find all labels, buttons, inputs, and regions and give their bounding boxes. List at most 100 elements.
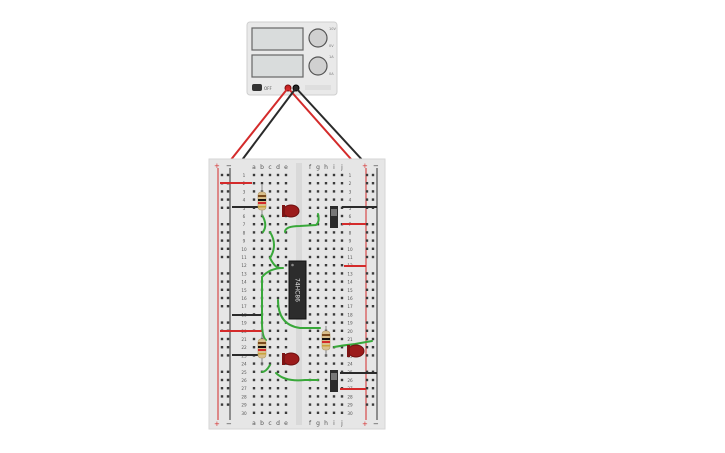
rail-hole[interactable] bbox=[226, 296, 230, 300]
rail-hole[interactable] bbox=[226, 346, 230, 349]
breadboard-hole[interactable] bbox=[276, 403, 280, 406]
rail-hole[interactable] bbox=[365, 239, 369, 242]
rail-hole[interactable] bbox=[365, 255, 369, 259]
breadboard-hole[interactable] bbox=[276, 173, 280, 177]
breadboard-hole[interactable] bbox=[324, 198, 328, 201]
breadboard-hole[interactable] bbox=[268, 337, 272, 341]
resistor-top-left[interactable] bbox=[257, 185, 267, 216]
rail-hole[interactable] bbox=[365, 370, 369, 373]
breadboard-hole[interactable] bbox=[276, 346, 280, 349]
breadboard-hole[interactable] bbox=[316, 411, 320, 414]
breadboard-hole[interactable] bbox=[324, 288, 328, 291]
breadboard-hole[interactable] bbox=[268, 239, 272, 242]
breadboard-hole[interactable] bbox=[308, 403, 312, 406]
breadboard-hole[interactable] bbox=[284, 239, 288, 242]
breadboard-hole[interactable] bbox=[284, 387, 288, 390]
breadboard-hole[interactable] bbox=[252, 370, 256, 373]
breadboard-hole[interactable] bbox=[308, 173, 312, 177]
breadboard-hole[interactable] bbox=[340, 321, 344, 324]
rail-hole[interactable] bbox=[371, 354, 375, 357]
breadboard-hole[interactable] bbox=[284, 264, 288, 267]
rail-hole[interactable] bbox=[226, 231, 230, 234]
rail-hole[interactable] bbox=[365, 288, 369, 291]
breadboard-hole[interactable] bbox=[276, 198, 280, 201]
rail-hole[interactable] bbox=[371, 190, 375, 193]
breadboard-hole[interactable] bbox=[252, 280, 256, 283]
rail-hole[interactable] bbox=[365, 231, 369, 234]
breadboard-hole[interactable] bbox=[260, 378, 264, 382]
rail-hole[interactable] bbox=[226, 337, 230, 341]
rail-hole[interactable] bbox=[371, 395, 375, 398]
breadboard-hole[interactable] bbox=[308, 190, 312, 193]
breadboard-hole[interactable] bbox=[260, 255, 264, 259]
rail-hole[interactable] bbox=[371, 255, 375, 259]
breadboard-hole[interactable] bbox=[324, 313, 328, 316]
breadboard-hole[interactable] bbox=[332, 296, 336, 300]
rail-hole[interactable] bbox=[220, 190, 224, 193]
breadboard-hole[interactable] bbox=[252, 190, 256, 193]
breadboard-hole[interactable] bbox=[268, 182, 272, 185]
breadboard-hole[interactable] bbox=[308, 231, 312, 234]
breadboard-hole[interactable] bbox=[316, 182, 320, 185]
breadboard-hole[interactable] bbox=[308, 296, 312, 300]
breadboard-hole[interactable] bbox=[308, 206, 312, 209]
breadboard-hole[interactable] bbox=[276, 206, 280, 209]
breadboard-hole[interactable] bbox=[308, 288, 312, 291]
rail-hole[interactable] bbox=[371, 272, 375, 275]
breadboard-hole[interactable] bbox=[260, 395, 264, 398]
rail-hole[interactable] bbox=[226, 223, 230, 226]
breadboard-hole[interactable] bbox=[284, 173, 288, 177]
breadboard-hole[interactable] bbox=[332, 288, 336, 291]
rail-hole[interactable] bbox=[220, 247, 224, 250]
breadboard-hole[interactable] bbox=[332, 305, 336, 308]
rail-hole[interactable] bbox=[226, 370, 230, 373]
rail-hole[interactable] bbox=[220, 346, 224, 349]
led-bottom-right[interactable] bbox=[347, 344, 365, 358]
breadboard-hole[interactable] bbox=[276, 214, 280, 218]
rail-hole[interactable] bbox=[220, 173, 224, 177]
rail-hole[interactable] bbox=[226, 173, 230, 177]
breadboard-hole[interactable] bbox=[268, 362, 272, 365]
rail-hole[interactable] bbox=[220, 395, 224, 398]
rail-hole[interactable] bbox=[226, 354, 230, 357]
breadboard-hole[interactable] bbox=[276, 387, 280, 390]
breadboard-hole[interactable] bbox=[332, 272, 336, 275]
breadboard-hole[interactable] bbox=[324, 378, 328, 382]
rail-hole[interactable] bbox=[220, 305, 224, 308]
breadboard-hole[interactable] bbox=[252, 264, 256, 267]
rail-hole[interactable] bbox=[220, 206, 224, 209]
breadboard-hole[interactable] bbox=[276, 370, 280, 373]
breadboard-hole[interactable] bbox=[324, 403, 328, 406]
rail-hole[interactable] bbox=[365, 337, 369, 341]
breadboard-hole[interactable] bbox=[332, 337, 336, 341]
breadboard-hole[interactable] bbox=[332, 321, 336, 324]
breadboard-hole[interactable] bbox=[268, 214, 272, 218]
breadboard-hole[interactable] bbox=[284, 329, 288, 332]
breadboard-hole[interactable] bbox=[340, 264, 344, 267]
rail-hole[interactable] bbox=[371, 182, 375, 185]
breadboard-hole[interactable] bbox=[316, 272, 320, 275]
rail-hole[interactable] bbox=[371, 296, 375, 300]
breadboard-hole[interactable] bbox=[332, 198, 336, 201]
breadboard-hole[interactable] bbox=[308, 370, 312, 373]
breadboard-hole[interactable] bbox=[284, 403, 288, 406]
rail-hole[interactable] bbox=[226, 305, 230, 308]
breadboard-hole[interactable] bbox=[324, 239, 328, 242]
breadboard-hole[interactable] bbox=[340, 182, 344, 185]
breadboard-hole[interactable] bbox=[268, 370, 272, 373]
jumper-wires[interactable] bbox=[220, 182, 377, 390]
breadboard-hole[interactable] bbox=[268, 198, 272, 201]
breadboard-hole[interactable] bbox=[316, 321, 320, 324]
breadboard-hole[interactable] bbox=[332, 247, 336, 250]
breadboard-hole[interactable] bbox=[268, 173, 272, 177]
breadboard-hole[interactable] bbox=[332, 313, 336, 316]
breadboard-hole[interactable] bbox=[284, 296, 288, 300]
breadboard-hole[interactable] bbox=[332, 329, 336, 332]
rail-hole[interactable] bbox=[220, 198, 224, 201]
rail-hole[interactable] bbox=[365, 305, 369, 308]
breadboard-hole[interactable] bbox=[276, 296, 280, 300]
breadboard-hole[interactable] bbox=[308, 182, 312, 185]
breadboard-hole[interactable] bbox=[316, 173, 320, 177]
breadboard-hole[interactable] bbox=[340, 247, 344, 250]
breadboard-hole[interactable] bbox=[324, 321, 328, 324]
